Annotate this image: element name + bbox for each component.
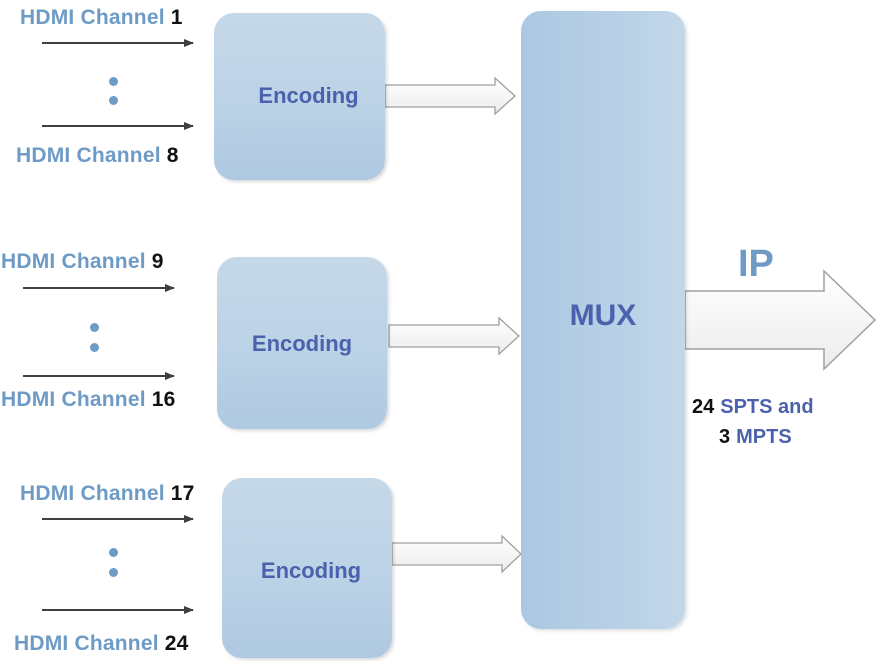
mux-label: MUX: [569, 299, 637, 332]
mpts-text: MPTS: [736, 426, 792, 448]
channel-number: 17: [170, 482, 195, 505]
encoder-label: Encoding: [260, 558, 362, 583]
block-arrow-enc1-mux: [384, 76, 516, 116]
encoder-label: Encoding: [258, 83, 359, 108]
ellipsis-dot: [109, 548, 118, 557]
spts-count: 24: [692, 396, 715, 418]
channel-prefix: HDMI Channel: [14, 632, 159, 655]
ellipsis-dot: [109, 96, 118, 105]
encoder-label: Encoding: [251, 331, 353, 356]
encoder-box-3: Encoding: [222, 478, 392, 658]
channel-prefix: HDMI Channel: [1, 250, 146, 273]
mpts-count: 3: [719, 426, 731, 448]
channel-number: 1: [170, 6, 183, 29]
mux-box: MUX: [521, 11, 685, 629]
ip-output-arrow: [684, 269, 877, 371]
channel-number: 9: [151, 250, 164, 273]
block-arrow-enc3-mux: [391, 534, 522, 574]
block-arrow-enc2-mux: [388, 316, 520, 356]
encoder-box-2: Encoding: [217, 257, 387, 429]
channel-prefix: HDMI Channel: [1, 388, 146, 411]
channel-prefix: HDMI Channel: [16, 144, 161, 167]
channel-number: 16: [151, 388, 176, 411]
ellipsis-dot: [109, 77, 118, 86]
ip-label: IP: [738, 243, 774, 285]
channel-number: 24: [164, 632, 189, 655]
ellipsis-dot: [90, 343, 99, 352]
channel-prefix: HDMI Channel: [20, 6, 165, 29]
ellipsis-dot: [109, 568, 118, 577]
encoder-box-1: Encoding: [214, 13, 385, 180]
spts-text: SPTS and: [720, 396, 814, 418]
channel-number: 8: [166, 144, 179, 167]
channel-prefix: HDMI Channel: [20, 482, 165, 505]
ellipsis-dot: [90, 323, 99, 332]
